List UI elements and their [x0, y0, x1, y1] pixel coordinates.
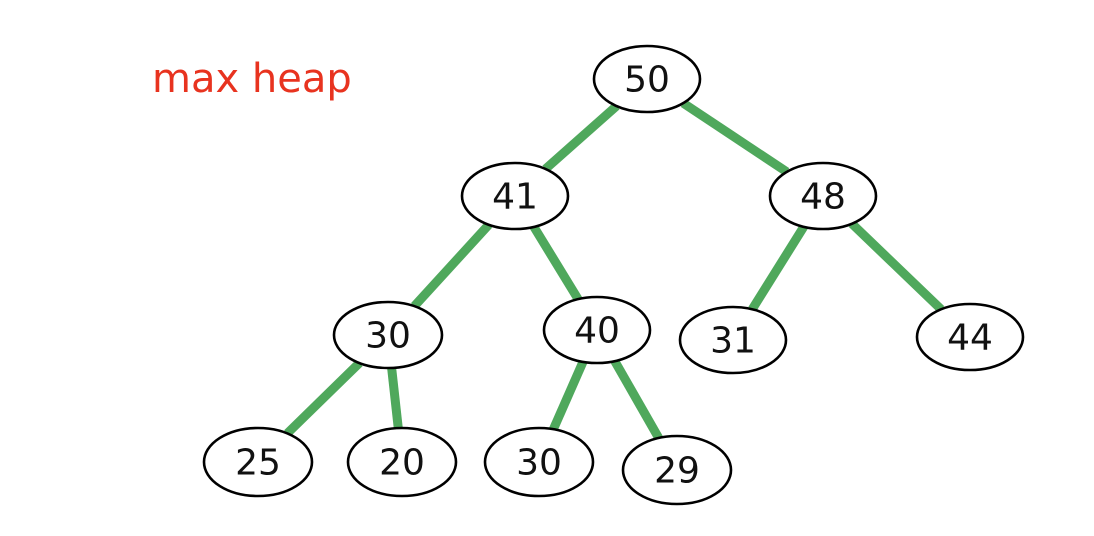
edges-layer	[284, 99, 945, 441]
tree-edge	[411, 221, 493, 310]
tree-node-label: 40	[574, 311, 620, 352]
tree-node[interactable]: 31	[678, 305, 788, 375]
tree-node[interactable]: 50	[592, 44, 702, 114]
tree-node-ellipse	[592, 44, 702, 114]
tree-node-ellipse	[621, 434, 733, 506]
tree-edge	[610, 358, 663, 441]
tree-node-ellipse	[768, 161, 878, 231]
tree-node-label: 30	[365, 316, 411, 357]
tree-node-ellipse	[678, 305, 788, 375]
tree-node-ellipse	[202, 426, 314, 498]
nodes-layer: 50 41 48 30 40 31 44 25 20 30 29	[202, 44, 1025, 506]
tree-edge	[284, 359, 363, 437]
tree-node-label: 29	[654, 451, 700, 492]
tree-edge	[542, 102, 620, 173]
diagram-caption: max heap	[152, 56, 352, 102]
tree-node[interactable]: 44	[915, 302, 1025, 372]
tree-node-ellipse	[542, 295, 652, 365]
tree-node[interactable]: 41	[460, 161, 570, 231]
tree-node-label: 31	[710, 321, 756, 362]
tree-node[interactable]: 30	[483, 426, 595, 498]
tree-node-label: 30	[516, 443, 562, 484]
tree-edge	[748, 224, 808, 312]
tree-node-ellipse	[460, 161, 570, 231]
tree-node-label: 50	[624, 60, 670, 101]
tree-edge	[387, 367, 403, 429]
tree-edge	[549, 360, 588, 432]
tree-node-ellipse	[915, 302, 1025, 372]
tree-node-label: 41	[492, 177, 538, 218]
tree-node-label: 25	[235, 443, 281, 484]
tree-node-ellipse	[332, 300, 444, 370]
tree-node-ellipse	[346, 426, 458, 498]
tree-node[interactable]: 48	[768, 161, 878, 231]
tree-node-ellipse	[483, 426, 595, 498]
tree-node[interactable]: 29	[621, 434, 733, 506]
tree-edge	[680, 99, 790, 176]
tree-node-label: 48	[800, 177, 846, 218]
tree-edge	[530, 224, 582, 302]
tree-node-label: 44	[947, 318, 993, 359]
tree-node[interactable]: 25	[202, 426, 314, 498]
tree-node[interactable]: 20	[346, 426, 458, 498]
tree-node-label: 20	[379, 443, 425, 484]
tree-node[interactable]: 40	[542, 295, 652, 365]
tree-edge	[848, 220, 945, 313]
tree-node[interactable]: 30	[332, 300, 444, 370]
